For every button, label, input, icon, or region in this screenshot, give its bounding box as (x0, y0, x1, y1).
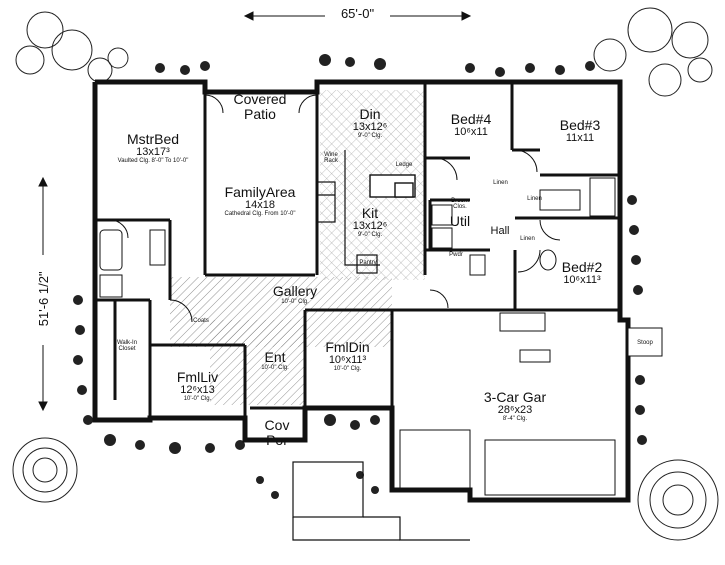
shrub-bottom-left (12, 437, 78, 503)
front-walkway (292, 461, 470, 541)
label-wine-rack: Wine Rack (324, 152, 338, 165)
room-util: Util (449, 213, 471, 229)
room-bed4: Bed#4 10⁶x11 (450, 111, 492, 138)
hedge-top (155, 54, 595, 77)
hall-bath-fixtures (469, 177, 616, 276)
master-bath-fixtures (99, 229, 166, 298)
room-cov-por: Cov Por (264, 417, 290, 448)
label-pwdr: Pwdr (449, 252, 463, 258)
shrub-bottom-right (637, 459, 719, 541)
label-stoop: Stoop (637, 340, 653, 346)
door-swings (109, 94, 561, 323)
label-linen-3: Linen (520, 236, 535, 242)
label-coats: Coats (193, 318, 209, 324)
room-garage: 3-Car Gar 28⁶x23 8'-4" Clg. (483, 389, 547, 423)
shrub-top-left (15, 11, 129, 83)
room-covered-patio: Covered Patio (233, 91, 287, 122)
label-pantry: Pantry (359, 260, 377, 266)
room-master-bed: MstrBed 13x17³ Vaulted Clg. 8'-0" To 10'… (117, 131, 189, 165)
room-bed2: Bed#2 10⁶x11³ (561, 259, 603, 286)
interior-walls (95, 82, 620, 418)
room-kit: Kit 13x12⁶ 9'-0" Clg. (352, 205, 388, 239)
stoop (627, 327, 663, 357)
hedge-bottom (104, 414, 380, 499)
fireplace (316, 181, 336, 223)
label-broom-clos: Broom Clos. (451, 198, 469, 211)
kitchen-island (369, 174, 416, 198)
label-linen-2: Linen (527, 196, 542, 202)
label-ledge: Ledge (395, 162, 413, 168)
hedge-right (627, 195, 647, 445)
room-din: Din 13x12⁶ 9'-0" Clg. (352, 106, 388, 140)
room-family-area: FamilyArea 14x18 Cathedral Clg. From 10'… (224, 184, 296, 218)
depth-dimension-line (38, 176, 48, 412)
kitchen-counter (344, 150, 380, 274)
shrub-top-right (593, 7, 713, 97)
room-gallery: Gallery 10'-0" Clg. (272, 283, 318, 305)
util-fixtures (431, 204, 453, 249)
room-hall: Hall (490, 225, 510, 237)
width-dimension: 65'-0" (340, 6, 375, 21)
label-linen-1: Linen (493, 180, 508, 186)
hedge-left (73, 295, 93, 425)
label-walk-in-closet: Walk-In Closet (116, 340, 138, 353)
room-fml-liv: FmlLiv 12⁶x13 10'-0" Clg. (176, 369, 219, 403)
garage-fixtures (399, 312, 616, 496)
room-bed3: Bed#3 11x11 (559, 117, 601, 144)
exterior-walls (92, 79, 631, 503)
room-fml-din: FmlDin 10⁶x11³ 10'-0" Clg. (325, 339, 370, 373)
entry-floor (210, 320, 305, 405)
depth-dimension: 51'-6 1/2" (36, 271, 52, 327)
width-dimension-line (243, 11, 472, 21)
room-ent: Ent 10'-0" Clg. (261, 349, 289, 371)
